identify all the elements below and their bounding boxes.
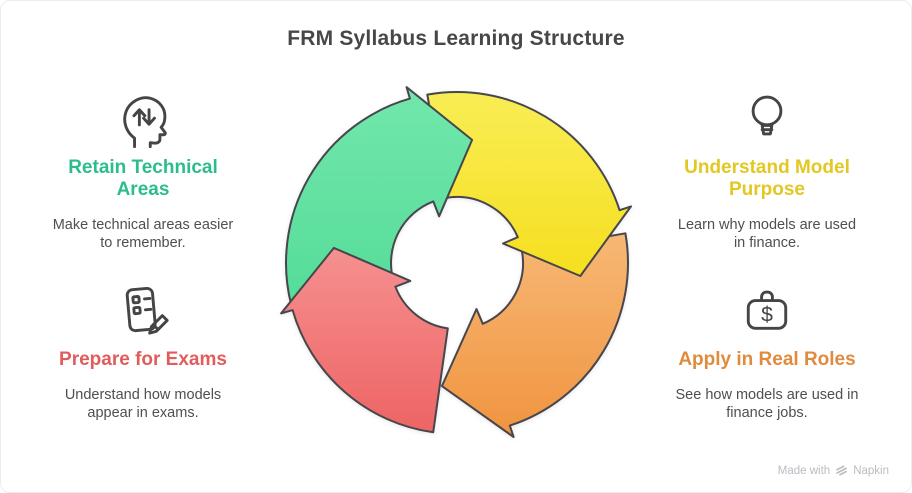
block-heading: Apply in Real Roles — [678, 349, 856, 370]
block-description: Make technical areas easier to remember. — [52, 217, 234, 252]
cycle-arrow-yellow — [426, 91, 632, 277]
block-description: Learn why models are used in finance. — [677, 217, 857, 252]
block-prepare-for-exams: Prepare for Exams Understand how models … — [27, 283, 259, 422]
block-heading: Understand Model Purpose — [684, 157, 850, 201]
made-with-badge: Made with Napkin — [778, 464, 889, 477]
napkin-logo-icon — [836, 465, 848, 476]
cycle-arrow-orange — [440, 232, 629, 438]
block-heading: Retain Technical Areas — [68, 157, 218, 201]
head-memory-icon — [114, 91, 172, 149]
briefcase-dollar-icon: $ — [738, 283, 796, 341]
cycle-diagram — [271, 77, 643, 449]
block-description: See how models are used in finance jobs. — [675, 387, 859, 422]
lightbulb-icon — [738, 91, 796, 149]
block-apply-in-real-roles: $ Apply in Real Roles See how models are… — [651, 283, 883, 422]
page-title: FRM Syllabus Learning Structure — [287, 27, 625, 50]
dollar-glyph: $ — [761, 304, 773, 327]
block-retain-technical-areas: Retain Technical Areas Make technical ar… — [27, 91, 259, 252]
brand-text: Napkin — [853, 464, 889, 477]
block-heading: Prepare for Exams — [59, 349, 227, 370]
made-with-text: Made with — [777, 464, 831, 477]
block-understand-model-purpose: Understand Model Purpose Learn why model… — [651, 91, 883, 252]
block-description: Understand how models appear in exams. — [64, 387, 222, 422]
exam-checklist-icon — [114, 283, 172, 341]
cycle-arrow-red — [280, 246, 449, 434]
